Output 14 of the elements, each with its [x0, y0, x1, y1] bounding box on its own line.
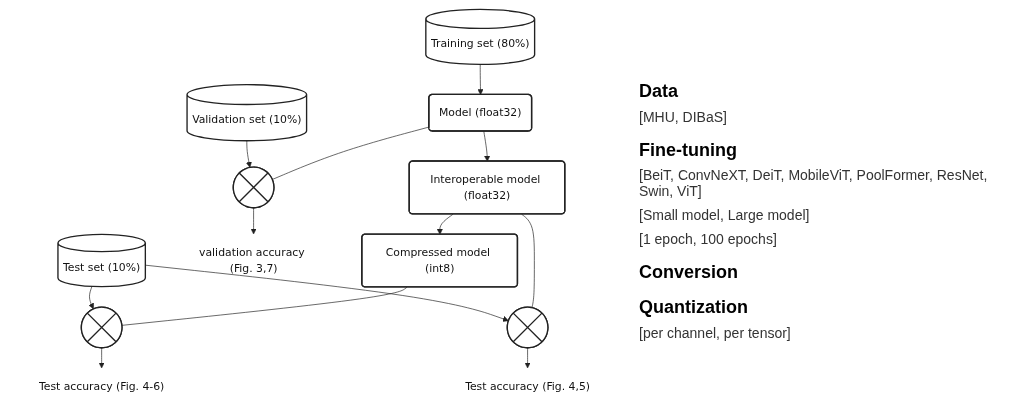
node-text: Test accuracy (Fig. 4,5): [465, 379, 591, 393]
node-text: Test accuracy (Fig. 4-6): [38, 379, 165, 393]
stage-label: Conversion: [639, 261, 739, 283]
stage-label: Fine-tuning: [639, 139, 737, 161]
option-list: [BeiT, ConvNeXT, DeiT, MobileViT, PoolFormer, ResNet, Swin, ViT]: [639, 166, 1019, 199]
option-list: [1 epoch, 100 epochs]: [639, 230, 777, 247]
stage-label: Data: [639, 80, 678, 102]
connector: [521, 213, 535, 308]
option-list: [MHU, DIBaS]: [639, 108, 727, 125]
option-list: [per channel, per tensor]: [639, 324, 791, 341]
node-text: validation accuracy (Fig. 3,7): [199, 245, 305, 275]
option-list: [Small model, Large model]: [639, 206, 810, 223]
connector: [121, 286, 408, 326]
stage-label: Quantization: [639, 296, 748, 318]
